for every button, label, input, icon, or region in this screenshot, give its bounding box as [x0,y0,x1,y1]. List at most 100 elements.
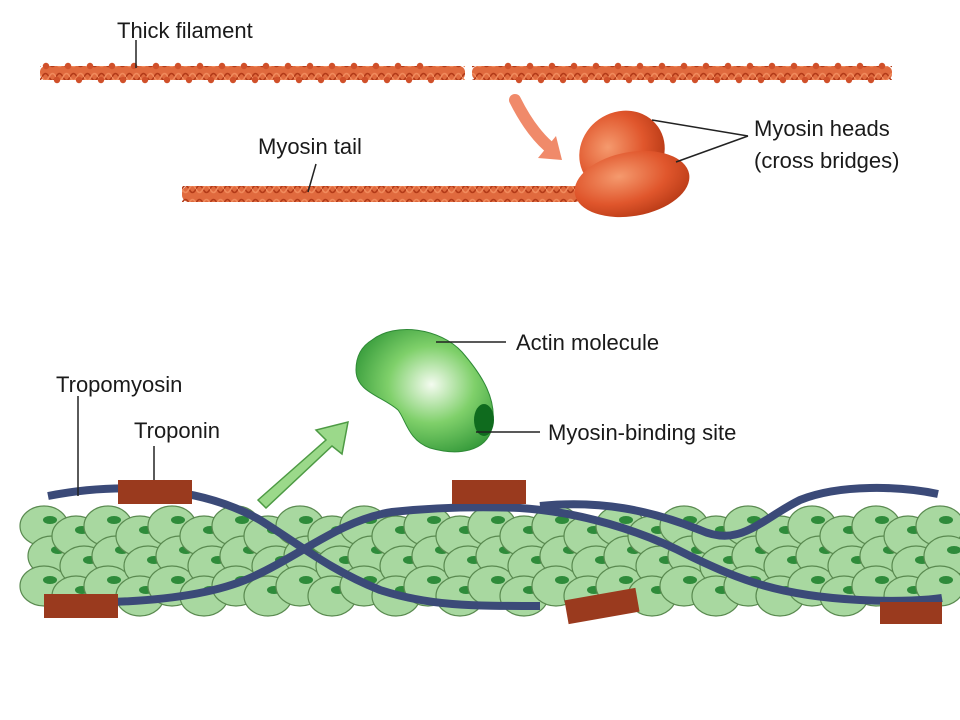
filament-head-bump [53,76,61,84]
tropomyosin-strand-2 [47,503,943,607]
actin-binding-site [107,516,121,524]
actin-binding-site [555,576,569,584]
myosin-heads-leader-top [651,119,749,137]
filament-head-bump [339,76,347,84]
actin-binding-site [939,516,953,524]
filament-head-bump [196,62,204,70]
troponin-label: Troponin [134,418,220,443]
actin-binding-site [43,576,57,584]
filament-head-bump [240,62,248,70]
filament-head-bump [163,76,171,84]
actin-molecule [355,329,494,453]
actin-binding-site [299,576,313,584]
actin-binding-site [171,516,185,524]
filament-head-bump [218,62,226,70]
filament-head-bump [251,76,259,84]
actin-binding-site [811,516,825,524]
filament-head-bump [768,62,776,70]
filament-head-bump [570,62,578,70]
filament-head-bump [306,62,314,70]
filament-head-bump [548,62,556,70]
filament-head-bump [328,62,336,70]
filament-head-bump [42,62,50,70]
filament-head-bump [713,76,721,84]
thin-filament [19,480,960,625]
filament-head-bump [790,62,798,70]
filament-head-bump [284,62,292,70]
actin-binding-site [875,576,889,584]
actin-binding-site [427,516,441,524]
filament-head-bump [317,76,325,84]
filament-head-bump [658,62,666,70]
filament-head-bump [878,62,886,70]
filament-head-bump [537,76,545,84]
filament-head-bump [603,76,611,84]
filament-head-bump [504,62,512,70]
troponin-3 [44,594,118,618]
filament-head-bump [856,62,864,70]
filament-head-bump [427,76,435,84]
actin-binding-site [875,516,889,524]
actin-binding-site [947,546,960,554]
filament-head-bumps [42,62,886,84]
filament-head-bump [691,76,699,84]
filament-head-bump [141,76,149,84]
filament-head-bump [757,76,765,84]
tropomyosin-strand-3 [539,483,939,540]
actin-binding-site [491,516,505,524]
filament-head-bump [559,76,567,84]
filament-head-bump [372,62,380,70]
troponin-5 [880,602,942,624]
filament-head-bump [108,62,116,70]
actin-binding-site [683,576,697,584]
actin-binding-site [235,516,249,524]
zoom-arrow-myosin [509,94,562,160]
actin-binding-site [299,516,313,524]
filament-head-bump [152,62,160,70]
thick-filament [40,62,892,84]
filament-head-bump [867,76,875,84]
filament-head-bump [614,62,622,70]
filament-head-bump [350,62,358,70]
filament-head-bump [383,76,391,84]
actin-binding-site [43,516,57,524]
filament-head-bump [119,76,127,84]
filament-head-bump [724,62,732,70]
tropomyosin-label: Tropomyosin [56,372,182,397]
filament-head-bump [207,76,215,84]
filament-head-bump [801,76,809,84]
filament-head-bump [229,76,237,84]
filament-head-bump [273,76,281,84]
filament-head-bump [405,76,413,84]
filament-head-bump [262,62,270,70]
myosin-heads-label: Myosin heads [754,116,890,141]
myosin-binding-site-label: Myosin-binding site [548,420,736,445]
filament-head-bump [64,62,72,70]
filament-head-bump [75,76,83,84]
troponin-4 [564,587,640,625]
filament-head-bump [823,76,831,84]
filament-head-bump [834,62,842,70]
zoom-arrow-actin [256,420,349,510]
actin-binding-site [555,516,569,524]
filament-head-bump [735,76,743,84]
troponin-1 [118,480,192,504]
filament-head-bump [185,76,193,84]
filament-head-bump [647,76,655,84]
myosin-head-lower [574,150,690,218]
filament-head-bump [394,62,402,70]
filament-head-bump [174,62,182,70]
actin-binding-site [427,576,441,584]
actin-binding-site [171,576,185,584]
myosin-tail-leader [307,163,317,193]
filament-head-bump [845,76,853,84]
filament-head-bump [416,62,424,70]
actin-binding-site [619,576,633,584]
filament-head-bump [592,62,600,70]
cross-bridges-label: (cross bridges) [754,148,899,173]
myosin-heads-leader-bottom [675,135,749,163]
filament-head-bump [746,62,754,70]
actin-binding-site [811,576,825,584]
